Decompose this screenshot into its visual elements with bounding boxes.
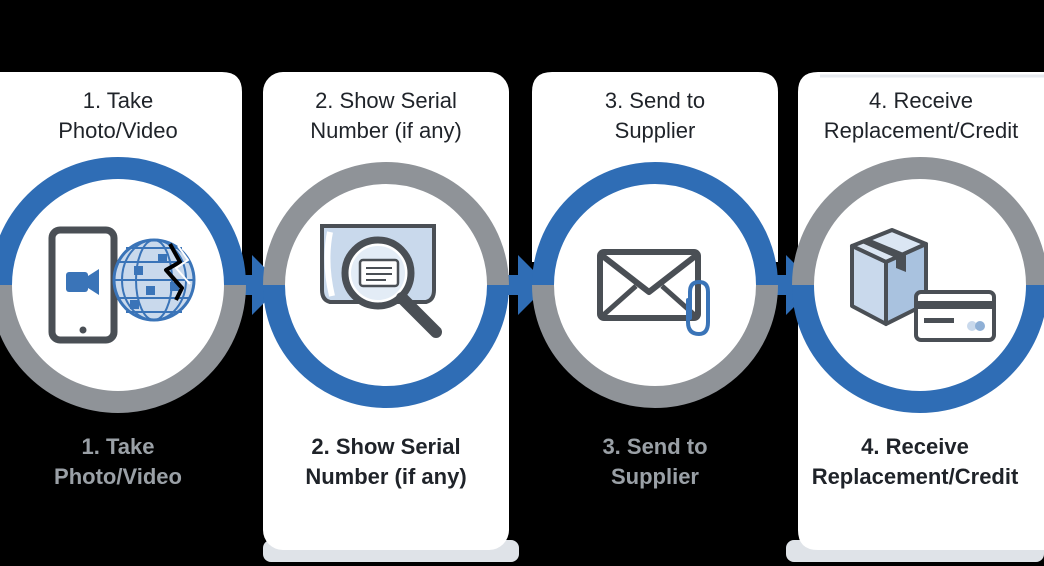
step-3-top-label: 3. Send to Supplier bbox=[604, 88, 706, 143]
step-4-bottom-label: 4. Receive Replacement/Credit bbox=[811, 434, 1019, 489]
step-1-bottom-label: 1. Take Photo/Video bbox=[54, 434, 182, 489]
box-card-icon bbox=[850, 228, 996, 342]
magnifier-serial-icon bbox=[320, 224, 442, 338]
step-3-bottom-label: 3. Send to Supplier bbox=[602, 434, 708, 489]
step-2-bottom-label: 2. Show Serial Number (if any) bbox=[305, 434, 467, 489]
step-1-top-label: 1. Take Photo/Video bbox=[58, 88, 178, 143]
envelope-paperclip-icon bbox=[597, 249, 710, 337]
step-2-top-label: 2. Show Serial Number (if any) bbox=[310, 88, 462, 143]
phone-video-globe-icon bbox=[48, 226, 196, 344]
step-4-top-label: 4. Receive Replacement/Credit bbox=[823, 88, 1019, 143]
